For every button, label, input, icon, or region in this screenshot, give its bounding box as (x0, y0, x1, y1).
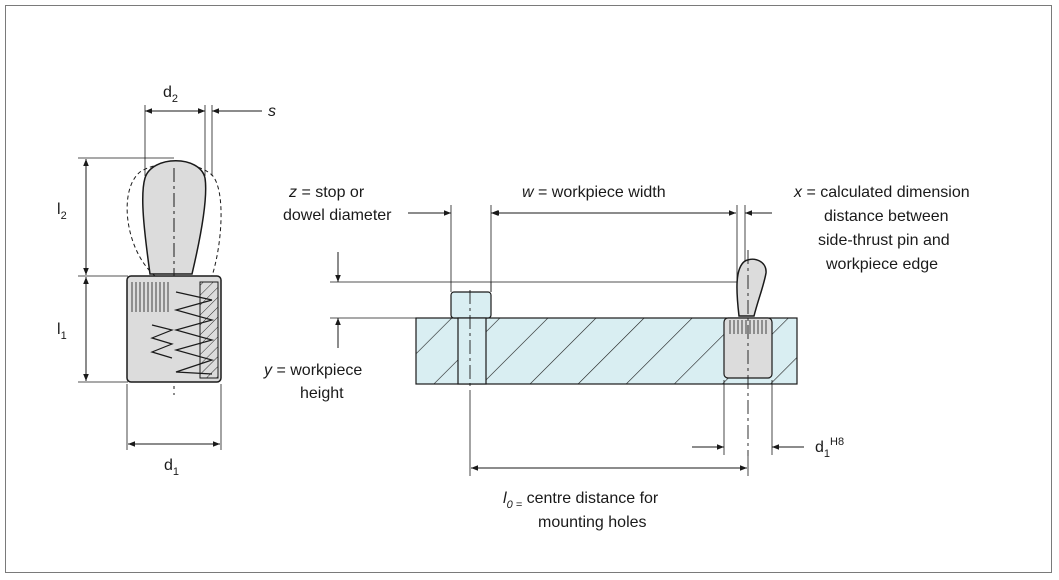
x-label-line3: side-thrust pin and (818, 232, 950, 249)
workpiece-outline (490, 281, 738, 292)
s-label: s (268, 103, 276, 120)
housing-wall-section (199, 281, 219, 379)
dim-d1-h8: d1H8 (692, 380, 844, 460)
z-label: z = stop or (288, 184, 365, 201)
stop-dowel-top (450, 291, 492, 319)
spring (173, 291, 215, 375)
x-label-block: x = calculated dimension distance betwee… (793, 184, 970, 273)
dim-d2: d2 s (144, 84, 276, 176)
fixture-section (415, 250, 798, 456)
y-label: y = workpiece (263, 362, 362, 379)
l2-label: l2 (57, 201, 67, 222)
d2-label: d2 (163, 84, 178, 105)
y-label-line2: height (300, 385, 344, 402)
x-label-line4: workpiece edge (825, 256, 938, 273)
side-thrust-pin-view (126, 160, 222, 395)
dim-l1-l2: l2 l1 (57, 157, 174, 383)
installed-pin-head (736, 258, 767, 317)
l1-label: l1 (57, 321, 67, 342)
pin-head (141, 160, 207, 275)
stop-dowel-body (457, 317, 487, 385)
dim-y: y = workpiece height (263, 252, 491, 402)
dim-w: w = workpiece width (492, 184, 772, 282)
housing-knurl (131, 282, 169, 312)
x-label-line2: distance between (824, 208, 949, 225)
d1-label: d1 (164, 457, 179, 478)
z-label-line2: dowel diameter (283, 207, 392, 224)
w-label: w = workpiece width (522, 184, 666, 201)
l0-label-line2: mounting holes (538, 514, 647, 531)
l0-label: l0 = centre distance for (503, 490, 659, 511)
spring-front (150, 324, 174, 359)
d1-h8-label: d1H8 (815, 436, 844, 460)
dim-l0: l0 = centre distance for mounting holes (469, 390, 749, 531)
dim-d1: d1 (126, 384, 222, 478)
dim-z: z = stop or dowel diameter (283, 184, 530, 292)
x-label: x = calculated dimension (793, 184, 970, 201)
